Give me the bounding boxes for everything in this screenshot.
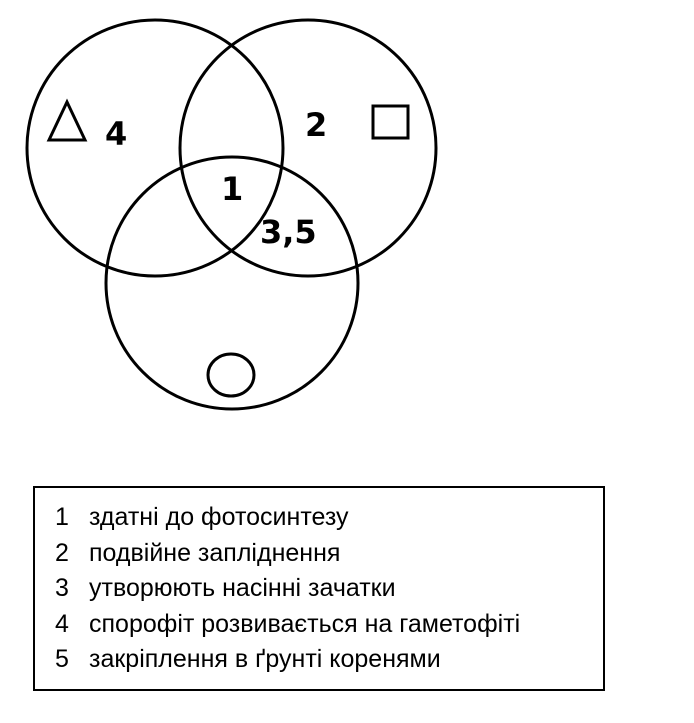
legend-item-number: 5	[55, 645, 69, 673]
legend-item-text: закріплення в ґрунті коренями	[89, 645, 441, 673]
square-icon	[371, 104, 410, 140]
legend-item-text: здатні до фотосинтезу	[89, 503, 349, 531]
legend-item: 4 спорофіт розвивається на гаметофіті	[55, 607, 603, 643]
legend-item: 5 закріплення в ґрунті коренями	[55, 642, 603, 678]
legend-item-number: 2	[55, 538, 69, 567]
legend-item: 1 здатні до фотосинтезу	[55, 500, 603, 536]
legend-item: 2 подвійне запліднення	[55, 536, 603, 572]
legend-item-number: 3	[55, 574, 69, 602]
region-label-overlap: 3,5	[260, 213, 317, 251]
legend-item-text: утворюють насінні зачатки	[89, 574, 396, 602]
legend-item-text: подвійне запліднення	[89, 538, 341, 567]
venn-diagram: 4 2 1 3,5	[25, 18, 438, 411]
circle-icon	[206, 352, 256, 398]
circle-top-left	[25, 18, 285, 278]
region-label-top-right: 2	[305, 106, 327, 144]
legend-item-number: 1	[55, 503, 69, 531]
legend-item: 3 утворюють насінні зачатки	[55, 571, 603, 607]
legend-item-text: спорофіт розвивається на гаметофіті	[89, 609, 521, 638]
legend-item-number: 4	[55, 609, 69, 638]
circle-top-right	[178, 18, 438, 278]
triangle-icon	[46, 98, 88, 142]
circle-bottom	[104, 155, 360, 411]
region-label-center: 1	[221, 170, 243, 208]
region-label-top-left: 4	[105, 115, 127, 153]
legend-box: 1 здатні до фотосинтезу 2 подвійне заплідн…	[33, 486, 605, 691]
